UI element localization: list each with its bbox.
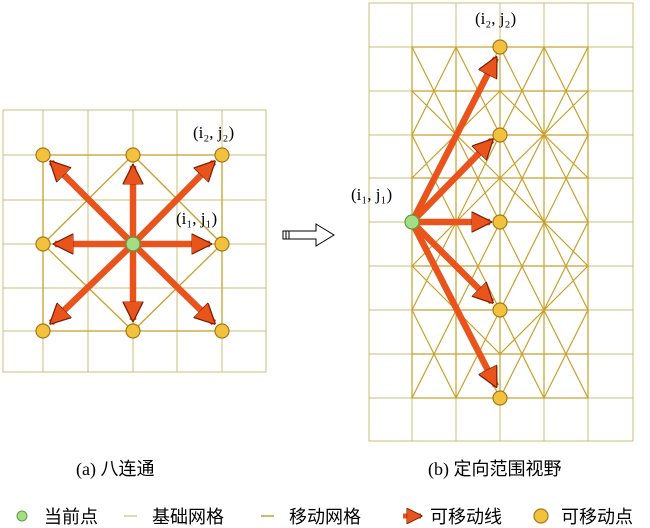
move-point bbox=[214, 147, 230, 163]
move-point bbox=[35, 147, 51, 163]
legend-base-grid-label: 基础网格 bbox=[152, 507, 224, 527]
move-point bbox=[492, 390, 508, 406]
move-line bbox=[409, 219, 492, 302]
move-line bbox=[409, 58, 499, 224]
move-point bbox=[492, 127, 508, 143]
panel-b-move-points bbox=[492, 39, 508, 406]
move-point bbox=[214, 236, 230, 252]
move-line bbox=[51, 241, 136, 323]
transition-arrow-icon bbox=[282, 223, 335, 247]
legend-move-point-icon bbox=[533, 508, 549, 524]
move-point bbox=[125, 323, 141, 339]
move-line bbox=[130, 241, 214, 323]
current-point bbox=[125, 236, 141, 252]
panel-a-move-lines bbox=[51, 162, 214, 323]
legend-move-point-label: 可移动点 bbox=[561, 507, 633, 527]
move-line bbox=[130, 162, 214, 247]
panel-b: (i₂, j₂) (i₁, j₁) bbox=[351, 2, 634, 442]
move-line bbox=[409, 140, 492, 225]
legend-move-grid-label: 移动网格 bbox=[289, 507, 361, 527]
move-line bbox=[51, 162, 136, 247]
move-point bbox=[492, 302, 508, 318]
move-line bbox=[409, 220, 499, 386]
panel-b-move-lines bbox=[409, 58, 499, 386]
panel-a-target-label: (i₂, j₂) bbox=[193, 123, 234, 142]
legend-current-point-label: 当前点 bbox=[44, 507, 98, 527]
panel-b-target-label: (i₂, j₂) bbox=[475, 9, 516, 28]
panel-a: (i₂, j₂) (i₁, j₁) bbox=[2, 109, 267, 373]
move-point bbox=[125, 147, 141, 163]
panel-a-caption: (a) 八连通 bbox=[76, 459, 154, 480]
move-point bbox=[35, 236, 51, 252]
panel-b-current-label: (i₁, j₁) bbox=[351, 185, 392, 204]
move-point bbox=[214, 323, 230, 339]
panel-a-move-points bbox=[35, 147, 230, 339]
current-point bbox=[404, 214, 420, 230]
legend: 当前点 基础网格 移动网格 可移动线 可移动点 bbox=[16, 507, 633, 527]
legend-current-point-icon bbox=[16, 510, 28, 522]
move-point bbox=[492, 39, 508, 55]
move-point bbox=[492, 214, 508, 230]
panel-a-current-label: (i₁, j₁) bbox=[176, 209, 217, 228]
panel-b-caption: (b) 定向范围视野 bbox=[428, 459, 562, 480]
legend-move-line-label: 可移动线 bbox=[430, 507, 502, 527]
move-point bbox=[35, 323, 51, 339]
